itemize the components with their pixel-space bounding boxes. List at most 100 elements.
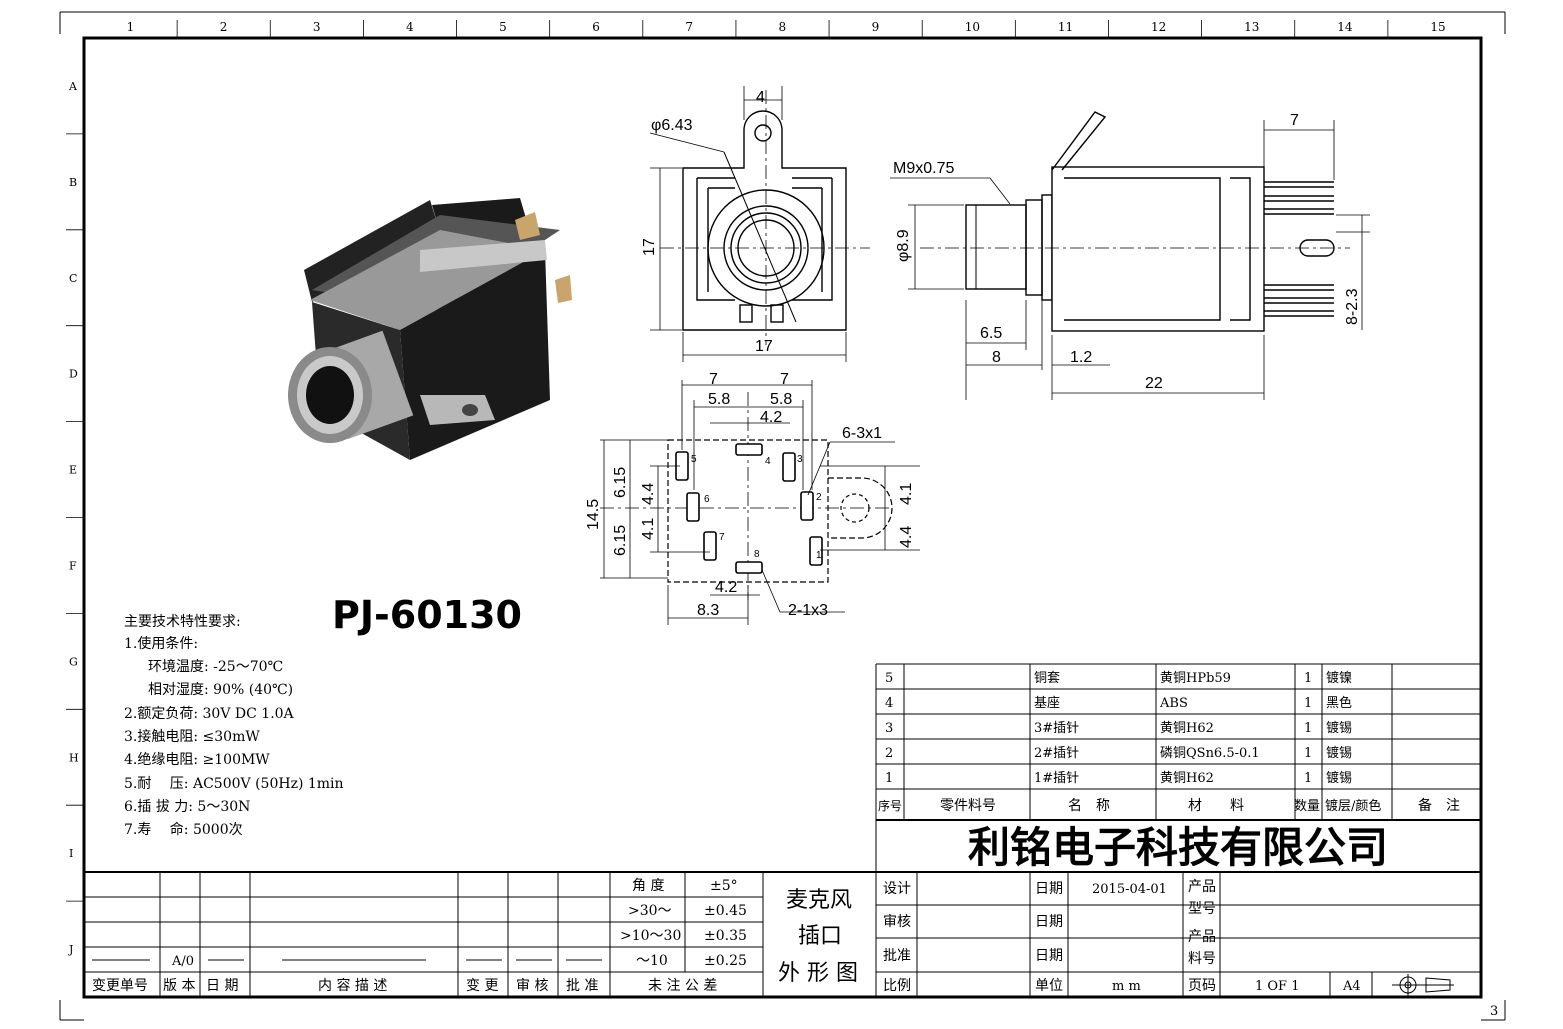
row-zone-label: B: [69, 176, 77, 189]
bom-cell: 2#插针: [1034, 746, 1079, 761]
date-label: 日期: [1035, 948, 1063, 964]
tolerance-value: ±0.35: [704, 928, 747, 944]
dim-5-8-left: 5.8: [708, 391, 730, 408]
bom-cell: 1: [1304, 746, 1312, 761]
bom-cell: 镀镍: [1326, 670, 1352, 686]
column-zone-label: 7: [685, 20, 693, 34]
bom-cell: 黑色: [1326, 695, 1352, 711]
spec-line: 7.寿 命: 5000次: [124, 821, 243, 838]
pin-numbers: 1 2 3 4 5 6 7 8: [691, 454, 822, 561]
bom-rows: 5 铜套 黄铜HPb59 1 镀镍 4 基座 ABS 1 黑色 3 3#插针 黄…: [878, 670, 1460, 814]
jack-product-image: [288, 198, 572, 460]
dim-4-2-bottom: 4.2: [715, 579, 737, 596]
row-zone-label: E: [69, 464, 77, 477]
bom-header-cell: 序号: [878, 798, 902, 813]
dim-1-2: 1.2: [1070, 349, 1092, 366]
revision-label: 版 本: [163, 978, 195, 994]
row-zone-label: F: [69, 559, 77, 572]
product-number-label: 料号: [1188, 951, 1216, 967]
column-zone-label: 2: [220, 20, 228, 34]
pin-number: 8: [754, 549, 760, 560]
sheet-size: A4: [1342, 979, 1361, 994]
bom-cell: 4: [885, 696, 893, 711]
tolerance-range: ～10: [636, 953, 668, 969]
revision-version: A/0: [171, 954, 194, 969]
bom-header-cell: 材 料: [1188, 798, 1244, 814]
side-view: [890, 111, 1370, 400]
dim-thread-diameter: φ8.9: [895, 229, 912, 262]
bom-cell: 基座: [1034, 696, 1060, 711]
dim-5-8-right: 5.8: [770, 391, 792, 408]
column-zone-label: 14: [1337, 20, 1353, 34]
front-view: [649, 86, 870, 362]
tolerance-value: ±0.25: [704, 953, 747, 969]
unit-label: 单位: [1035, 978, 1063, 994]
spec-line: 3.接触电阻: ≤30mW: [124, 728, 260, 745]
dim-8: 8: [992, 349, 1001, 366]
spec-line: 4.绝缘电阻: ≥100MW: [124, 752, 270, 768]
column-zone-label: 6: [592, 20, 600, 34]
page-value: 1 OF 1: [1255, 979, 1299, 994]
spec-line: 2.额定负荷: 30V DC 1.0A: [124, 706, 295, 722]
bom-cell: 黄铜H62: [1160, 721, 1214, 736]
date-label: 日期: [1035, 914, 1063, 930]
bom-header-cell: 名 称: [1068, 798, 1110, 814]
dim-7-right: 7: [780, 371, 789, 388]
column-zone-label: 9: [872, 20, 880, 34]
scale-label: 比例: [883, 978, 911, 994]
bom-cell: 1: [1304, 696, 1312, 711]
revision-label: 内 容 描 述: [318, 977, 387, 994]
tolerance-head: 角 度: [632, 878, 664, 894]
bom-cell: 1#插针: [1034, 771, 1079, 786]
dim-14-5: 14.5: [585, 499, 602, 530]
tolerance-head-value: ±5°: [710, 878, 738, 894]
dim-6-5: 6.5: [980, 325, 1002, 342]
bom-cell: 1: [885, 771, 893, 786]
bom-table: [875, 663, 1481, 997]
approve-label: 批准: [883, 948, 911, 964]
bom-cell: 1: [1304, 771, 1312, 786]
dim-22: 22: [1145, 375, 1163, 392]
row-zone-label: D: [69, 368, 78, 381]
bom-header-cell: 镀层/颜色: [1325, 798, 1381, 814]
design-label: 设计: [883, 881, 911, 897]
bom-cell: 1: [1304, 721, 1312, 736]
row-zone-label: A: [68, 80, 78, 93]
column-zone-label: 15: [1430, 20, 1445, 34]
product-title-line: 外 形 图: [778, 961, 858, 986]
tolerance-footer: 未 注 公 差: [648, 978, 717, 994]
dim-top-width: 4: [756, 89, 765, 106]
date-label: 日期: [1035, 881, 1063, 897]
bom-cell: 5: [885, 671, 893, 686]
tolerance-range: >30～: [628, 903, 672, 919]
revision-label: 审 核: [516, 978, 548, 994]
slot-callout-6-3x1: 6-3x1: [842, 425, 882, 442]
dim-front-height: 17: [641, 238, 658, 256]
bom-cell: 磷铜QSn6.5-0.1: [1160, 746, 1260, 761]
pin-number: 2: [816, 492, 822, 503]
revision-label: 变更单号: [92, 978, 148, 994]
bom-cell: 镀锡: [1326, 770, 1352, 786]
pin-number: 1: [816, 550, 822, 561]
technical-specs: 主要技术特性要求: 1.使用条件: 环境温度: -25～70℃ 相对湿度: 90…: [124, 614, 344, 838]
spec-line: 相对湿度: 90% (40℃): [148, 682, 293, 698]
specs-title: 主要技术特性要求:: [124, 614, 241, 630]
bom-row: 5 铜套 黄铜HPb59 1 镀镍: [885, 670, 1352, 686]
bom-header-cell: 备 注: [1418, 797, 1460, 814]
dim-pin-length: 7: [1290, 112, 1299, 129]
dim-thread: M9x0.75: [893, 160, 954, 177]
pin-number: 5: [691, 454, 697, 465]
bom-header-cell: 零件料号: [940, 798, 996, 814]
part-title: PJ-60130: [332, 593, 522, 637]
bom-header-cell: 数量: [1294, 799, 1320, 814]
row-zone-label: H: [69, 751, 79, 764]
revision-label: 批 准: [566, 978, 598, 994]
slot-callout-2-1x3: 2-1x3: [788, 602, 828, 619]
unit-value: m m: [1112, 979, 1141, 994]
bom-cell: 黄铜H62: [1160, 771, 1214, 786]
column-zone-label: 3: [313, 20, 321, 34]
revision-block: A/0 变更单号 版 本 日 期 内 容 描 述 变 更 审 核 批 准: [92, 954, 598, 994]
dim-6-15-lower: 6.15: [612, 525, 629, 556]
tolerance-value: ±0.45: [704, 903, 747, 919]
